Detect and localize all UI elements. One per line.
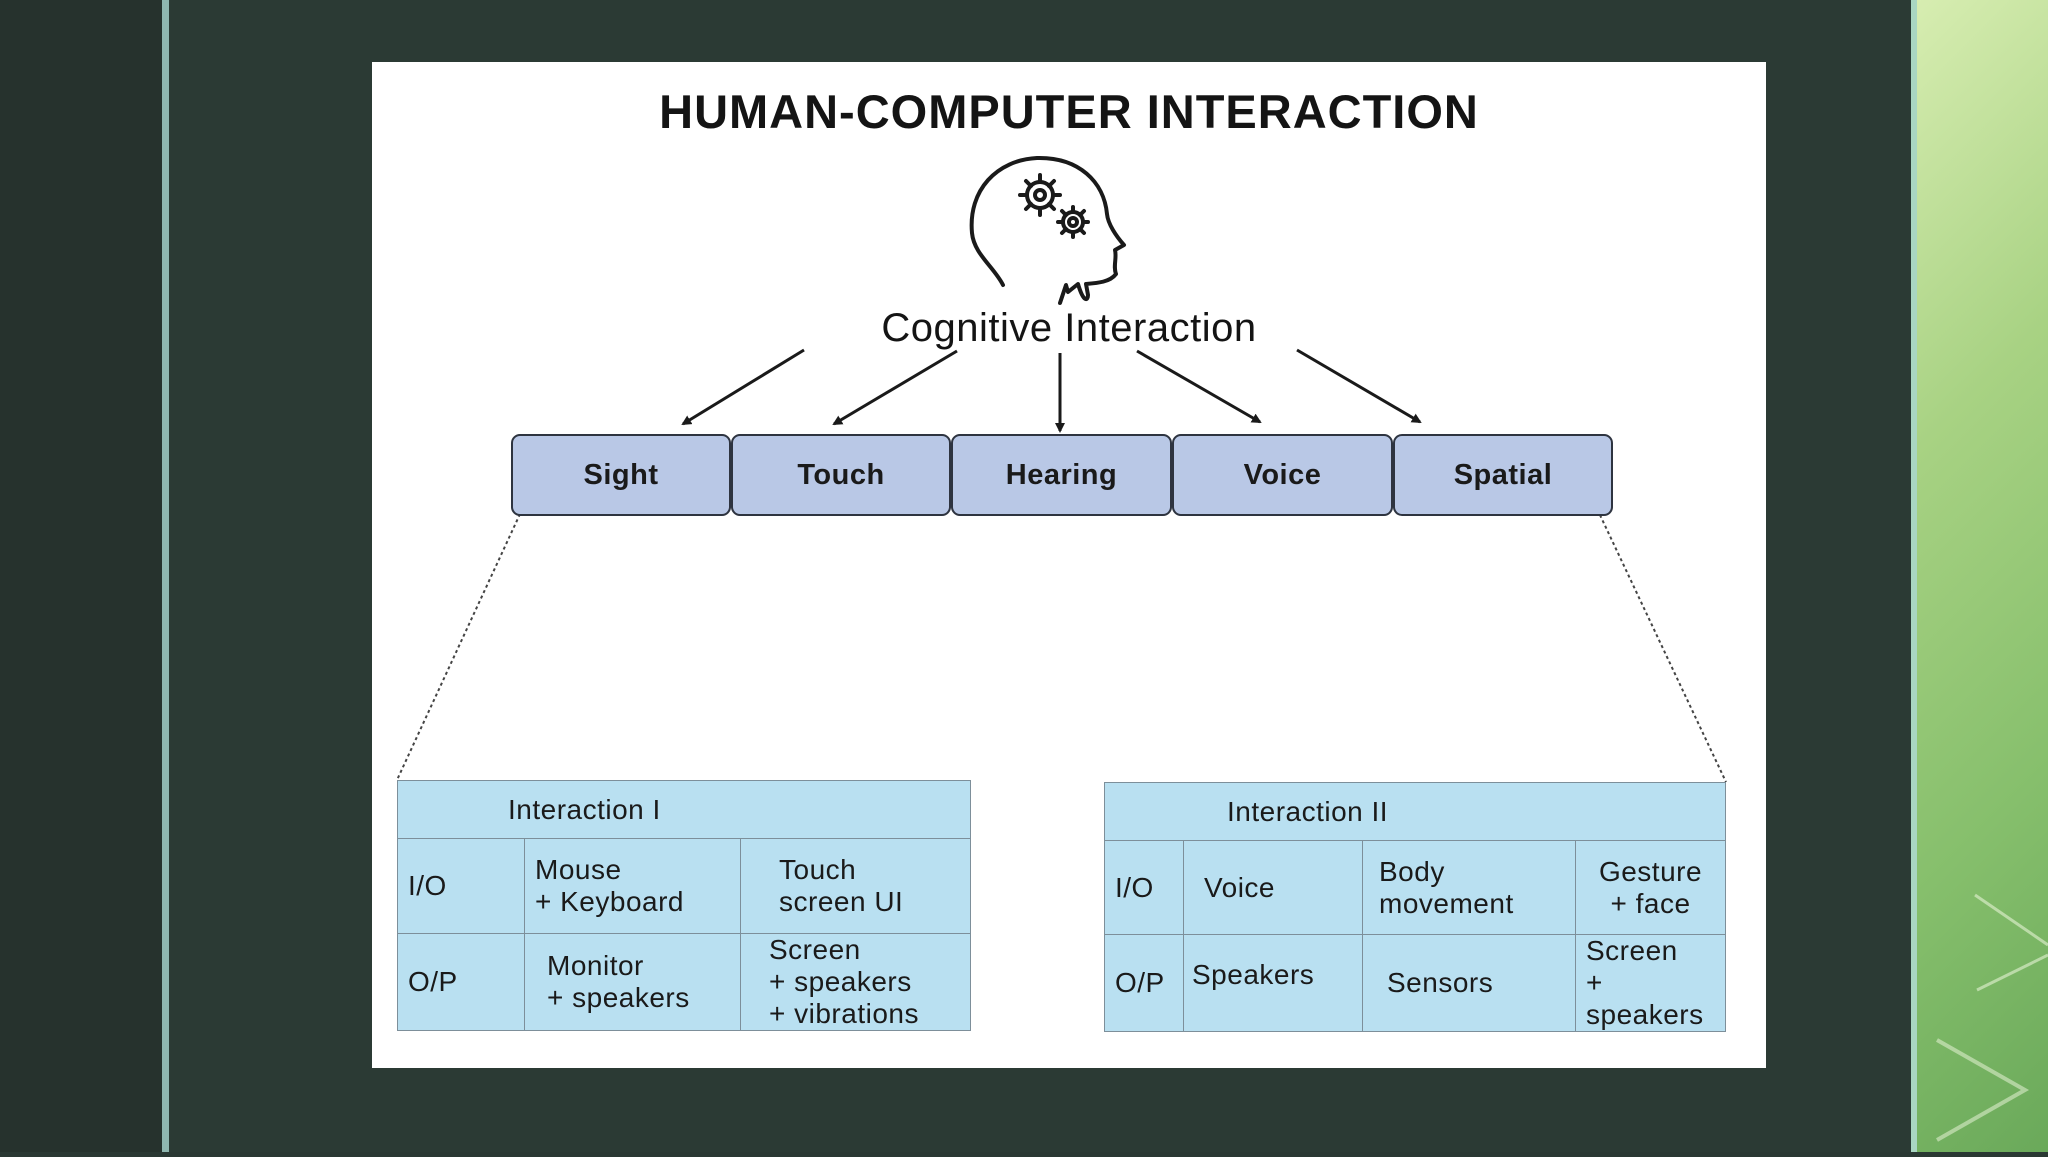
table-cell: Gesture + face bbox=[1575, 840, 1726, 935]
diagram-slide: HUMAN-COMPUTER INTERACTION bbox=[372, 62, 1766, 1068]
left-accent-bar bbox=[162, 0, 169, 1152]
interaction-1-header: Interaction I bbox=[397, 780, 971, 839]
table-cell: Screen + speakers bbox=[1575, 934, 1726, 1032]
table-cell: Mouse + Keyboard bbox=[524, 838, 741, 934]
interaction-2-table: Interaction II I/O Voice Body movement G… bbox=[1104, 782, 1726, 1032]
zoom-dotted-lines bbox=[396, 513, 1727, 783]
cognitive-interaction-label: Cognitive Interaction bbox=[881, 306, 1257, 350]
arrow-sight bbox=[681, 348, 805, 426]
interaction-1-table: Interaction I I/O Mouse + Keyboard Touch… bbox=[397, 780, 971, 1031]
modality-box-spatial: Spatial bbox=[1393, 434, 1613, 516]
table-cell: Voice bbox=[1183, 840, 1363, 935]
table-cell: Screen + speakers + vibrations bbox=[740, 933, 971, 1031]
table-cell: Sensors bbox=[1362, 934, 1576, 1032]
right-decorative-panel bbox=[1917, 0, 2048, 1152]
head-with-gears-icon bbox=[969, 155, 1126, 305]
modality-box-sight: Sight bbox=[511, 434, 731, 516]
interaction-2-header: Interaction II bbox=[1104, 782, 1726, 841]
modality-box-hearing: Hearing bbox=[951, 434, 1172, 516]
arrow-touch bbox=[832, 349, 958, 426]
modality-box-touch: Touch bbox=[731, 434, 951, 516]
right-accent-bar bbox=[1911, 0, 1917, 1152]
table-cell: O/P bbox=[397, 933, 525, 1031]
table-cell: O/P bbox=[1104, 934, 1184, 1032]
diagram-title: HUMAN-COMPUTER INTERACTION bbox=[659, 85, 1479, 138]
table-cell: I/O bbox=[397, 838, 525, 934]
left-side-panel bbox=[0, 0, 162, 1152]
table-cell: Touch screen UI bbox=[740, 838, 971, 934]
table-cell: Body movement bbox=[1362, 840, 1576, 935]
modality-box-voice: Voice bbox=[1172, 434, 1393, 516]
arrow-voice bbox=[1136, 349, 1262, 424]
table-cell: I/O bbox=[1104, 840, 1184, 935]
chevron-decoration bbox=[1936, 893, 2048, 1142]
modality-arrows bbox=[681, 348, 1422, 433]
diagram-connectors bbox=[396, 155, 1727, 783]
arrow-spatial bbox=[1296, 348, 1422, 424]
table-cell: Speakers bbox=[1183, 934, 1363, 1032]
table-cell: Monitor + speakers bbox=[524, 933, 741, 1031]
